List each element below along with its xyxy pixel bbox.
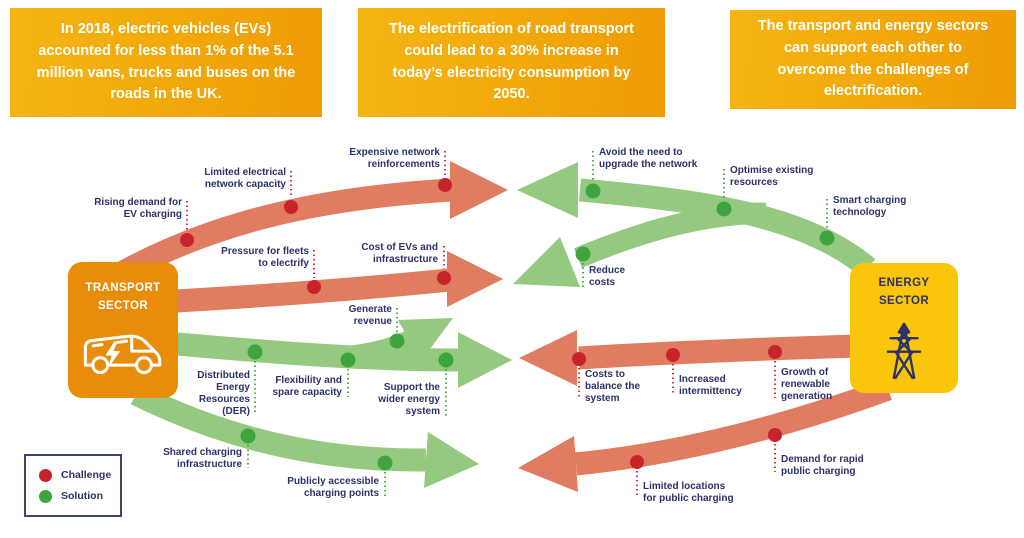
label-growth-renewable: Growth of renewable generation bbox=[781, 367, 833, 402]
challenge-dot bbox=[307, 280, 321, 294]
label-flexibility: Flexibility and spare capacity bbox=[272, 375, 343, 398]
solution-arrow-reduce-costs bbox=[513, 202, 767, 287]
banner-text: In 2018, electric vehicles (EVs) account… bbox=[36, 21, 296, 103]
pylon-icon bbox=[886, 322, 922, 379]
legend-item-challenge: Challenge bbox=[39, 468, 120, 482]
label-limited-network: Limited electrical network capacity bbox=[204, 167, 286, 190]
solution-arrow-flexibility bbox=[175, 332, 512, 388]
solution-dot bbox=[240, 428, 256, 444]
banner-ev-share: In 2018, electric vehicles (EVs) account… bbox=[10, 8, 322, 117]
challenge-dot bbox=[666, 348, 680, 362]
challenge-dot bbox=[284, 200, 298, 214]
label-reduce-costs: Reduce costs bbox=[589, 265, 626, 288]
banner-electricity-increase: The electrification of road transport co… bbox=[358, 8, 665, 117]
label-cost-evs: Cost of EVs and infrastructure bbox=[361, 242, 438, 265]
banner-text: The electrification of road transport co… bbox=[389, 21, 634, 103]
challenge-arrow-public-charging bbox=[518, 378, 892, 492]
legend: Challenge Solution bbox=[24, 454, 122, 517]
transport-sector-title: TRANSPORT SECTOR bbox=[85, 282, 161, 312]
label-smart-charging: Smart charging technology bbox=[833, 195, 907, 218]
solution-dot bbox=[377, 455, 393, 471]
challenge-dot bbox=[572, 352, 586, 366]
transport-sector-box: TRANSPORT SECTOR bbox=[68, 262, 178, 398]
label-shared-infrastructure: Shared charging infrastructure bbox=[163, 447, 242, 470]
solution-dot bbox=[585, 183, 601, 199]
electric-van-icon bbox=[83, 334, 162, 374]
challenge-dot-icon bbox=[39, 468, 52, 482]
energy-sector-box: ENERGY SECTOR bbox=[850, 263, 958, 393]
banner-text: The transport and energy sectors can sup… bbox=[757, 18, 989, 100]
label-der: Distributed Energy Resources (DER) bbox=[197, 370, 250, 417]
label-avoid-upgrade: Avoid the need to upgrade the network bbox=[599, 147, 698, 170]
challenge-dot bbox=[768, 428, 782, 442]
solution-dot bbox=[716, 201, 732, 217]
label-publicly-accessible: Publicly accessible charging points bbox=[287, 476, 379, 499]
label-expensive-reinforcements: Expensive network reinforcements bbox=[349, 147, 440, 170]
solution-dot bbox=[438, 352, 454, 368]
label-limited-locations: Limited locations for public charging bbox=[643, 481, 734, 504]
challenge-arrow-network-capacity bbox=[110, 161, 508, 287]
solution-dot bbox=[389, 333, 405, 349]
challenge-arrow-cost-of-evs bbox=[175, 251, 503, 313]
solution-dot bbox=[340, 352, 356, 368]
label-support-wider: Support the wider energy system bbox=[378, 382, 440, 417]
solution-arrow-generate-revenue bbox=[350, 318, 453, 365]
energy-sector-title: ENERGY SECTOR bbox=[878, 277, 930, 307]
challenge-dot bbox=[768, 345, 782, 359]
challenge-dot bbox=[630, 455, 644, 469]
challenge-dot bbox=[180, 233, 194, 247]
solution-dot-icon bbox=[39, 489, 52, 503]
solution-dot bbox=[575, 246, 591, 262]
legend-challenge-label: Challenge bbox=[61, 469, 112, 481]
solution-dot bbox=[247, 344, 263, 360]
label-pressure-fleets: Pressure for fleets to electrify bbox=[221, 246, 309, 269]
solution-dot bbox=[819, 230, 835, 246]
label-generate-revenue: Generate revenue bbox=[348, 304, 392, 327]
challenge-dot bbox=[438, 178, 452, 192]
label-demand-rapid: Demand for rapid public charging bbox=[781, 454, 864, 477]
banner-sectors-support: The transport and energy sectors can sup… bbox=[730, 10, 1016, 109]
label-rising-demand: Rising demand for EV charging bbox=[94, 197, 182, 220]
challenge-arrow-renewables bbox=[519, 330, 859, 386]
challenge-dot bbox=[437, 271, 451, 285]
label-increased-intermittency: Increased intermittency bbox=[679, 374, 742, 397]
label-optimise-resources: Optimise existing resources bbox=[730, 165, 814, 188]
legend-item-solution: Solution bbox=[39, 489, 120, 503]
label-costs-balance: Costs to balance the system bbox=[585, 369, 641, 404]
legend-solution-label: Solution bbox=[61, 490, 103, 502]
